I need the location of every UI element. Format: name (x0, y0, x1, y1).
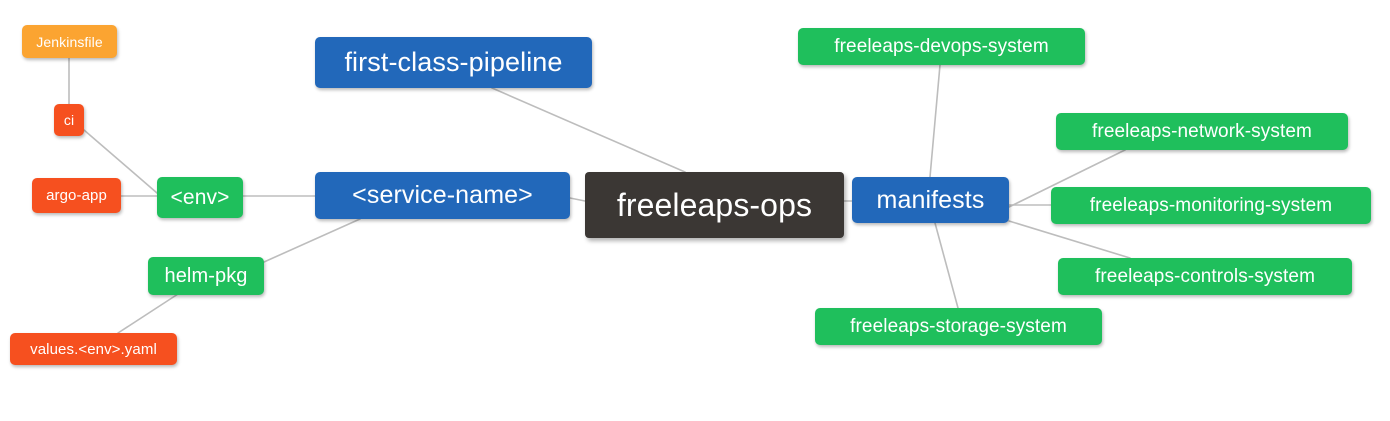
mindmap-node-ci[interactable]: ci (54, 104, 84, 136)
edge-manifests-to-freeleaps-controls-system (1008, 220, 1131, 259)
edge-first-class-pipeline-to-freeleaps-ops (491, 87, 686, 173)
edge-service-name-to-freeleaps-ops (569, 197, 586, 202)
edge-manifests-to-freeleaps-devops-system (929, 64, 941, 178)
mindmap-node-first-class-pipeline[interactable]: first-class-pipeline (315, 37, 592, 88)
mindmap-node-freeleaps-devops-system[interactable]: freeleaps-devops-system (798, 28, 1085, 65)
mindmap-node-helm-pkg[interactable]: helm-pkg (148, 257, 264, 295)
mindmap-node-freeleaps-network-system[interactable]: freeleaps-network-system (1056, 113, 1348, 150)
mindmap-node-manifests[interactable]: manifests (852, 177, 1009, 223)
mindmap-node-env[interactable]: <env> (157, 177, 243, 218)
mindmap-node-argo-app[interactable]: argo-app (32, 178, 121, 213)
mindmap-node-service-name[interactable]: <service-name> (315, 172, 570, 219)
mindmap-node-freeleaps-monitoring-system[interactable]: freeleaps-monitoring-system (1051, 187, 1371, 224)
edge-helm-pkg-to-values-env-yaml (117, 293, 179, 334)
edge-service-name-to-helm-pkg (263, 218, 361, 263)
mindmap-node-freeleaps-ops[interactable]: freeleaps-ops (585, 172, 844, 238)
mindmap-node-freeleaps-controls-system[interactable]: freeleaps-controls-system (1058, 258, 1352, 295)
edge-manifests-to-freeleaps-storage-system (934, 222, 959, 309)
mindmap-node-jenkinsfile[interactable]: Jenkinsfile (22, 25, 117, 58)
mindmap-node-freeleaps-storage-system[interactable]: freeleaps-storage-system (815, 308, 1102, 345)
mindmap-node-values-env-yaml[interactable]: values.<env>.yaml (10, 333, 177, 365)
